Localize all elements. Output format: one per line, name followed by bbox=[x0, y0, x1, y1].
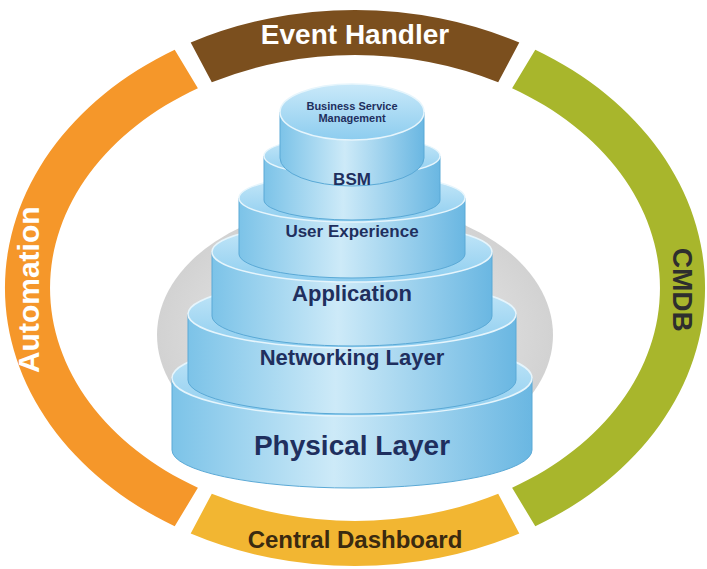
automation-band: Automation bbox=[12, 207, 44, 374]
event-handler-band: Event Handler bbox=[261, 20, 449, 49]
layer-cylinder: Networking Layer bbox=[260, 346, 445, 369]
layer-label: Application bbox=[292, 282, 412, 305]
cylinder-top bbox=[280, 84, 424, 140]
layer-cylinder: BSM bbox=[333, 171, 371, 189]
event-band bbox=[191, 10, 520, 82]
ring bbox=[5, 10, 705, 566]
cmdb-band: CMDB bbox=[667, 248, 696, 332]
layer-cylinder: User Experience bbox=[285, 223, 418, 241]
layer-label: Business Service Management bbox=[300, 100, 404, 124]
layer-label: Networking Layer bbox=[260, 346, 445, 369]
ring-label: Event Handler bbox=[261, 20, 449, 49]
ring-label: Central Dashboard bbox=[248, 527, 463, 552]
dashboard-band: Central Dashboard bbox=[248, 527, 463, 552]
dashboard-band bbox=[191, 494, 520, 566]
layer-stack bbox=[172, 84, 532, 488]
layer-cylinder: Business Service Management bbox=[300, 100, 404, 124]
layer-label: BSM bbox=[333, 171, 371, 189]
layer-cylinder: Physical Layer bbox=[254, 431, 450, 460]
layer-cylinder: Application bbox=[292, 282, 412, 305]
ring-label: CMDB bbox=[667, 248, 696, 332]
cmdb-band bbox=[512, 50, 705, 527]
layer-label: User Experience bbox=[285, 223, 418, 241]
ring-label: Automation bbox=[12, 207, 44, 374]
automation-band bbox=[5, 50, 198, 527]
layer-label: Physical Layer bbox=[254, 431, 450, 460]
